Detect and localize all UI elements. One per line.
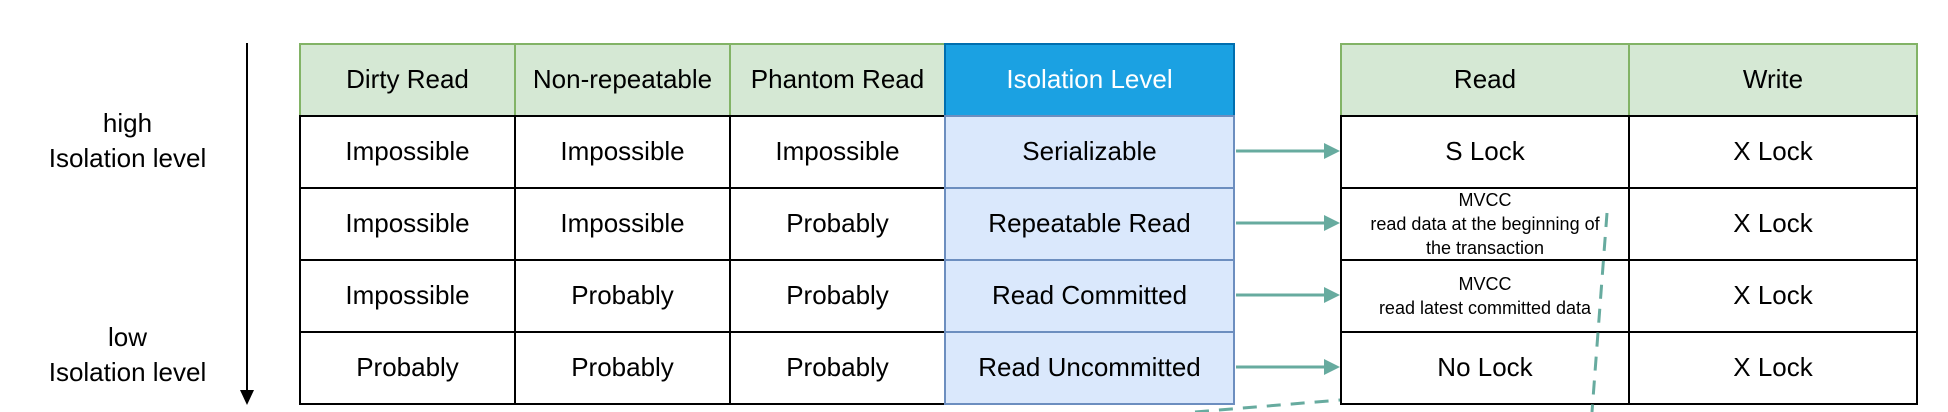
header-non-repeatable-text: Non-repeatable <box>532 64 713 95</box>
cell-text: Probably <box>571 352 674 383</box>
read-read-committed: MVCC read latest committed data <box>1340 259 1630 333</box>
cell-r3-non-repeatable: Probably <box>514 331 731 405</box>
low-isolation-label: low Isolation level <box>20 320 235 390</box>
header-isolation-level: Isolation Level <box>944 43 1235 117</box>
cell-r1-non-repeatable: Impossible <box>514 187 731 261</box>
cell-r1-dirty-read: Impossible <box>299 187 516 261</box>
level-read-committed: Read Committed <box>944 259 1235 333</box>
low-isolation-label-line2: Isolation level <box>48 357 207 387</box>
cell-text-line2: read latest committed data <box>1378 298 1592 318</box>
write-read-committed: X Lock <box>1628 259 1918 333</box>
cell-text: Read Uncommitted <box>978 352 1201 383</box>
cell-text: Impossible <box>775 136 900 167</box>
cell-r3-dirty-read: Probably <box>299 331 516 405</box>
cell-text: Impossible <box>345 208 470 239</box>
cell-text-line1: MVCC <box>1458 190 1512 210</box>
cell-text: Probably <box>786 208 889 239</box>
level-read-uncommitted: Read Uncommitted <box>944 331 1235 405</box>
cell-r2-phantom-read: Probably <box>729 259 946 333</box>
arrow-read-uncommitted-head <box>1324 359 1340 375</box>
read-serializable: S Lock <box>1340 115 1630 189</box>
cell-text: S Lock <box>1445 136 1525 167</box>
header-non-repeatable: Non-repeatable <box>514 43 731 117</box>
read-repeatable-read: MVCC read data at the beginning of the t… <box>1340 187 1630 261</box>
cell-text: Repeatable Read <box>988 208 1191 239</box>
write-read-uncommitted: X Lock <box>1628 331 1918 405</box>
cell-text: X Lock <box>1733 352 1813 383</box>
cell-r1-phantom-read: Probably <box>729 187 946 261</box>
cell-r0-non-repeatable: Impossible <box>514 115 731 189</box>
cell-text: Probably <box>786 352 889 383</box>
header-phantom-read: Phantom Read <box>729 43 946 117</box>
low-isolation-label-line1: low <box>107 322 147 352</box>
arrow-repeatable-read-head <box>1324 215 1340 231</box>
arrow-serializable-head <box>1324 143 1340 159</box>
header-dirty-read-text: Dirty Read <box>346 64 469 95</box>
cell-r2-non-repeatable: Probably <box>514 259 731 333</box>
cell-text: Impossible <box>345 136 470 167</box>
cell-text: Impossible <box>345 280 470 311</box>
cell-text: X Lock <box>1733 136 1813 167</box>
header-isolation-level-text: Isolation Level <box>1006 64 1173 95</box>
header-read: Read <box>1340 43 1630 117</box>
level-repeatable-read: Repeatable Read <box>944 187 1235 261</box>
cell-text: X Lock <box>1733 280 1813 311</box>
cell-text-line2: read data at the beginning of <box>1370 214 1600 234</box>
header-phantom-read-text: Phantom Read <box>750 64 925 95</box>
cell-text: Probably <box>571 280 674 311</box>
high-isolation-label-line2: Isolation level <box>48 143 207 173</box>
cell-text: Probably <box>356 352 459 383</box>
cell-text-line1: MVCC <box>1458 274 1512 294</box>
cell-text: Read Committed <box>991 280 1188 311</box>
cell-text: Probably <box>786 280 889 311</box>
header-read-text: Read <box>1453 64 1517 95</box>
header-write: Write <box>1628 43 1918 117</box>
cell-text: Impossible <box>560 208 685 239</box>
cell-text: Serializable <box>1022 136 1157 167</box>
cell-r2-dirty-read: Impossible <box>299 259 516 333</box>
high-isolation-label: high Isolation level <box>20 106 235 176</box>
header-write-text: Write <box>1742 64 1804 95</box>
level-to-lock-arrows <box>1236 143 1340 375</box>
cell-text: Impossible <box>560 136 685 167</box>
cell-text: X Lock <box>1733 208 1813 239</box>
header-dirty-read: Dirty Read <box>299 43 516 117</box>
cell-r0-dirty-read: Impossible <box>299 115 516 189</box>
cell-r0-phantom-read: Impossible <box>729 115 946 189</box>
write-serializable: X Lock <box>1628 115 1918 189</box>
level-serializable: Serializable <box>944 115 1235 189</box>
cell-text-line3: the transaction <box>1425 238 1545 258</box>
isolation-axis-arrowhead <box>240 390 254 405</box>
arrow-read-committed-head <box>1324 287 1340 303</box>
cell-r3-phantom-read: Probably <box>729 331 946 405</box>
cell-text: No Lock <box>1437 352 1533 383</box>
read-read-uncommitted: No Lock <box>1340 331 1630 405</box>
high-isolation-label-line1: high <box>102 108 153 138</box>
write-repeatable-read: X Lock <box>1628 187 1918 261</box>
